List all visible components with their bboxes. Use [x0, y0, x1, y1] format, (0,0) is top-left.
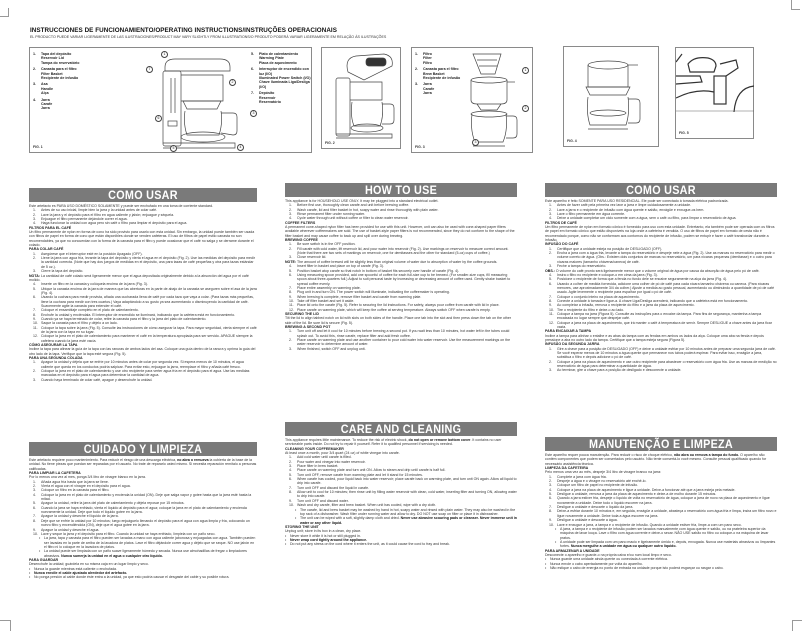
english-care-column: CARE AND CLEANING This appliance require…: [285, 422, 517, 547]
figure-4: FIG. 4: [563, 46, 659, 147]
spanish-how-to-use-heading: COMO USAR: [40, 188, 246, 202]
fig3-callout-3: 3: [472, 139, 479, 146]
spanish-care-heading: CUIDADO Y LIMPIEZA: [40, 442, 246, 456]
spanish-brew-steps: 1.Asegúrese que el interruptor esté en l…: [33, 251, 255, 274]
fig3-callout-1: 1: [522, 67, 529, 74]
fig5-label: FIG. 5: [679, 131, 689, 135]
fig1-callout-4: 4: [237, 144, 244, 151]
portuguese-how-to-use-heading: COMO USAR: [556, 183, 766, 197]
spanish-filters-heading: FILTROS PARA EL CAFÉ: [29, 225, 72, 230]
figure-5: FIG. 5: [675, 47, 754, 139]
english-how-to-use-heading: HOW TO USE: [296, 183, 506, 197]
fig1-label: FIG. 1: [33, 145, 43, 149]
spanish-intro: Este artefacto es PARA USO DOMÉSTICO SOL…: [29, 204, 214, 208]
figure-2: FIG. 2: [321, 47, 401, 149]
fig3-label: FIG. 3: [415, 145, 425, 149]
fig1-callout-6: 6: [155, 115, 162, 122]
spanish-prep-list: 1.Antes de su uso inicial, limpie bien l…: [33, 208, 188, 226]
portuguese-column: COMO USAR Este aparelho é feito SOMENTE …: [545, 183, 777, 373]
assembled-carafe-basket-illustration: [585, 60, 641, 130]
crop-mark-bottom-left: [0, 620, 11, 631]
crop-mark-top-left: [0, 8, 9, 17]
fig1-part-6: 6.Interruptor de encendido con luz (I/O)…: [251, 67, 311, 89]
english-column: HOW TO USE This appliance is for HOUSEHO…: [285, 183, 517, 351]
lid-securing-closeup-illustration: [676, 53, 754, 112]
fig2-label: FIG. 2: [325, 141, 335, 145]
fig1-callout-7: 7: [146, 66, 153, 73]
spanish-column: COMO USAR Este artefacto es PARA USO DOM…: [29, 188, 257, 382]
english-care-heading: CARE AND CLEANING: [296, 422, 506, 436]
document-subtitle: EL PRODUCTO PUEDE VARIAR LIGERAMENTE DE …: [30, 35, 387, 39]
spanish-brew-heading: PARA COLAR CAFÉ: [29, 247, 64, 252]
fig3-callout-2: 2: [522, 105, 529, 112]
fig4-label: FIG. 4: [567, 139, 577, 143]
portuguese-care-column: MANUTENÇÃO E LIMPEZA Este aparelho reque…: [545, 437, 777, 570]
exploded-view-illustration: [470, 53, 518, 147]
crop-mark-bottom-right: [792, 620, 802, 631]
spanish-second-pot-heading: PARA UNA SEGUNDA COLADA: [29, 356, 83, 361]
spanish-note: NOTA: La cantidad de café colado será li…: [29, 273, 249, 282]
spanish-care-column: CUIDADO Y LIMPIEZA Este artefacto requie…: [29, 442, 257, 580]
fig1-callout-2: 2: [229, 79, 236, 86]
fig1-callout-3: 3: [250, 110, 257, 117]
fig1-callout-1: 1: [161, 51, 168, 58]
coffeemaker-open-lid-illustration: [335, 53, 395, 139]
spanish-lid-heading: CÓMO ASEGURAR LA TAPA: [29, 343, 78, 347]
document-title: INSTRUCCIONES DE FUNCIONAMIENTO/OPERATIN…: [30, 27, 337, 34]
crop-mark-top-right: [791, 0, 800, 10]
fig1-callout-5: 5: [170, 145, 177, 152]
portuguese-care-heading: MANUTENÇÃO E LIMPEZA: [556, 437, 766, 451]
